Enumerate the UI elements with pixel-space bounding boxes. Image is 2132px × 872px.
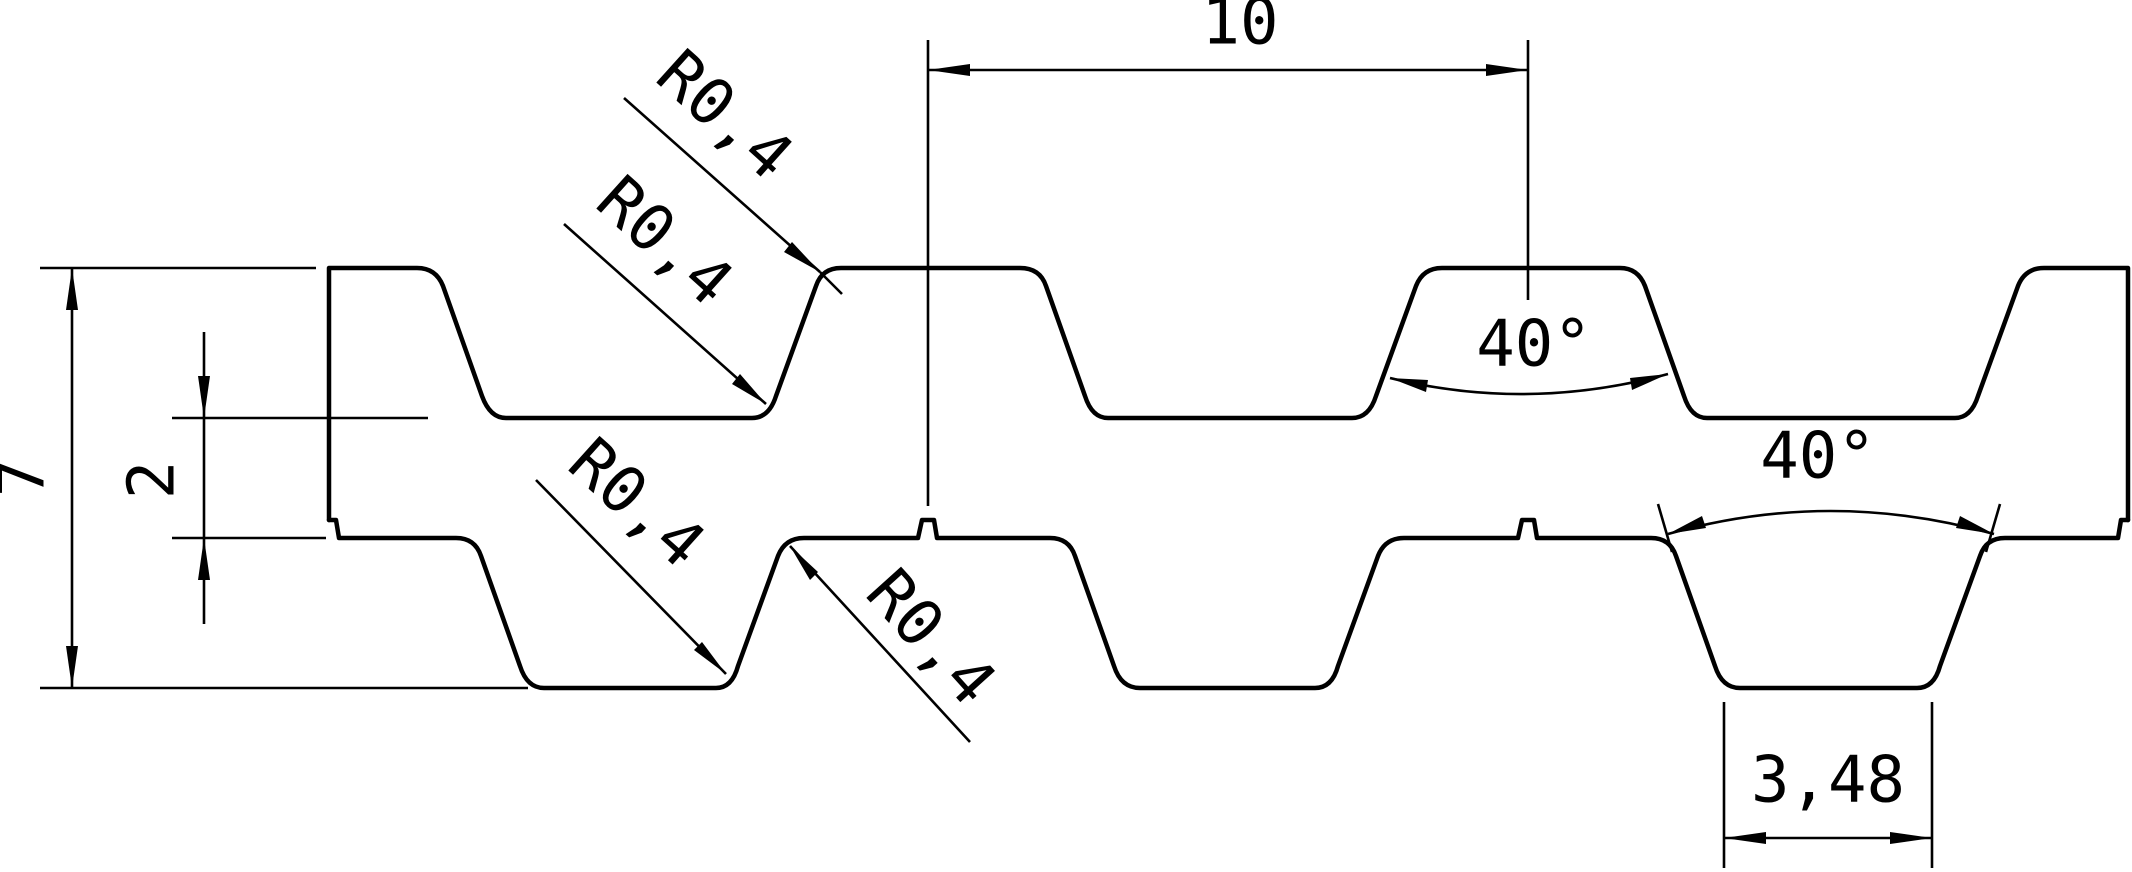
radius-1-tail bbox=[819, 271, 843, 295]
upper-profile-outline bbox=[326, 265, 2131, 523]
radius-4-arrow bbox=[790, 546, 818, 580]
root-width-label: 3,48 bbox=[1751, 744, 1905, 818]
angle-top-arrow-left bbox=[1390, 378, 1428, 392]
pitch-arrow-right bbox=[1486, 64, 1528, 76]
angle-bottom-arrow-left bbox=[1668, 516, 1706, 534]
tooth-height-arrow-bottom bbox=[198, 538, 210, 580]
radius-1-leader bbox=[623, 97, 821, 273]
pitch-label: 10 bbox=[1201, 0, 1278, 60]
radius-1-label: R0,4 bbox=[642, 36, 806, 194]
angle-bottom-extension-left bbox=[1656, 503, 1674, 553]
pitch-arrow-left bbox=[928, 64, 970, 76]
radius-3-arrow bbox=[694, 642, 726, 674]
tooth-height-label: 2 bbox=[116, 461, 190, 500]
tooth-height-arrow-top bbox=[198, 376, 210, 418]
root-width-arrow-right bbox=[1890, 832, 1932, 844]
angle-bottom-extension-right bbox=[1984, 503, 2002, 553]
radius-4-leader bbox=[789, 545, 971, 743]
root-width-arrow-left bbox=[1724, 832, 1766, 844]
angle-bottom-arrow-right bbox=[1956, 516, 1994, 534]
angle-bottom-label: 40° bbox=[1760, 420, 1876, 494]
lower-profile-outline bbox=[326, 517, 2131, 691]
radius-3-label: R0,4 bbox=[554, 424, 718, 582]
angle-top-label: 40° bbox=[1476, 308, 1592, 382]
radius-2-leader bbox=[563, 223, 767, 405]
height-arrow-bottom bbox=[66, 646, 78, 688]
angle-top-arrow-right bbox=[1630, 374, 1668, 390]
total-height-label: 7 bbox=[0, 459, 60, 498]
radius-3-leader bbox=[535, 479, 727, 675]
radius-2-arrow bbox=[732, 374, 766, 404]
angle-bottom-arc bbox=[1667, 509, 1995, 536]
radius-1-arrow bbox=[784, 242, 820, 272]
height-arrow-top bbox=[66, 268, 78, 310]
